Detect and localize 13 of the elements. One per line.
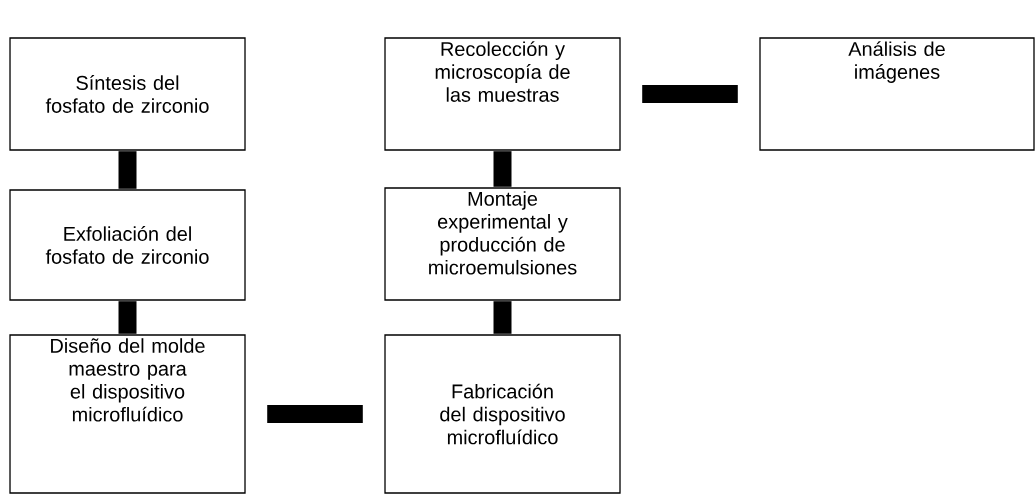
- process-box: Exfoliación del fosfato de zirconio: [9, 189, 246, 301]
- connector-bar: [493, 301, 512, 334]
- process-box: Montaje experimental y producción de microemulsiones: [384, 187, 621, 301]
- process-box: Fabricación del dispositivo microfluídico: [384, 334, 621, 494]
- process-box: Síntesis del fosfato de zirconio: [9, 37, 246, 151]
- process-box: Diseño del molde maestro para el dispositivo microfluídico: [9, 334, 246, 494]
- process-box: Recolección y microscopía de las muestras: [384, 37, 621, 151]
- connector-bar: [267, 405, 363, 423]
- connector-bar: [118, 151, 137, 189]
- connector-bar: [118, 301, 137, 334]
- connector-bar: [493, 151, 512, 187]
- process-box: Análisis de imágenes: [759, 37, 1035, 151]
- connector-bar: [642, 85, 738, 103]
